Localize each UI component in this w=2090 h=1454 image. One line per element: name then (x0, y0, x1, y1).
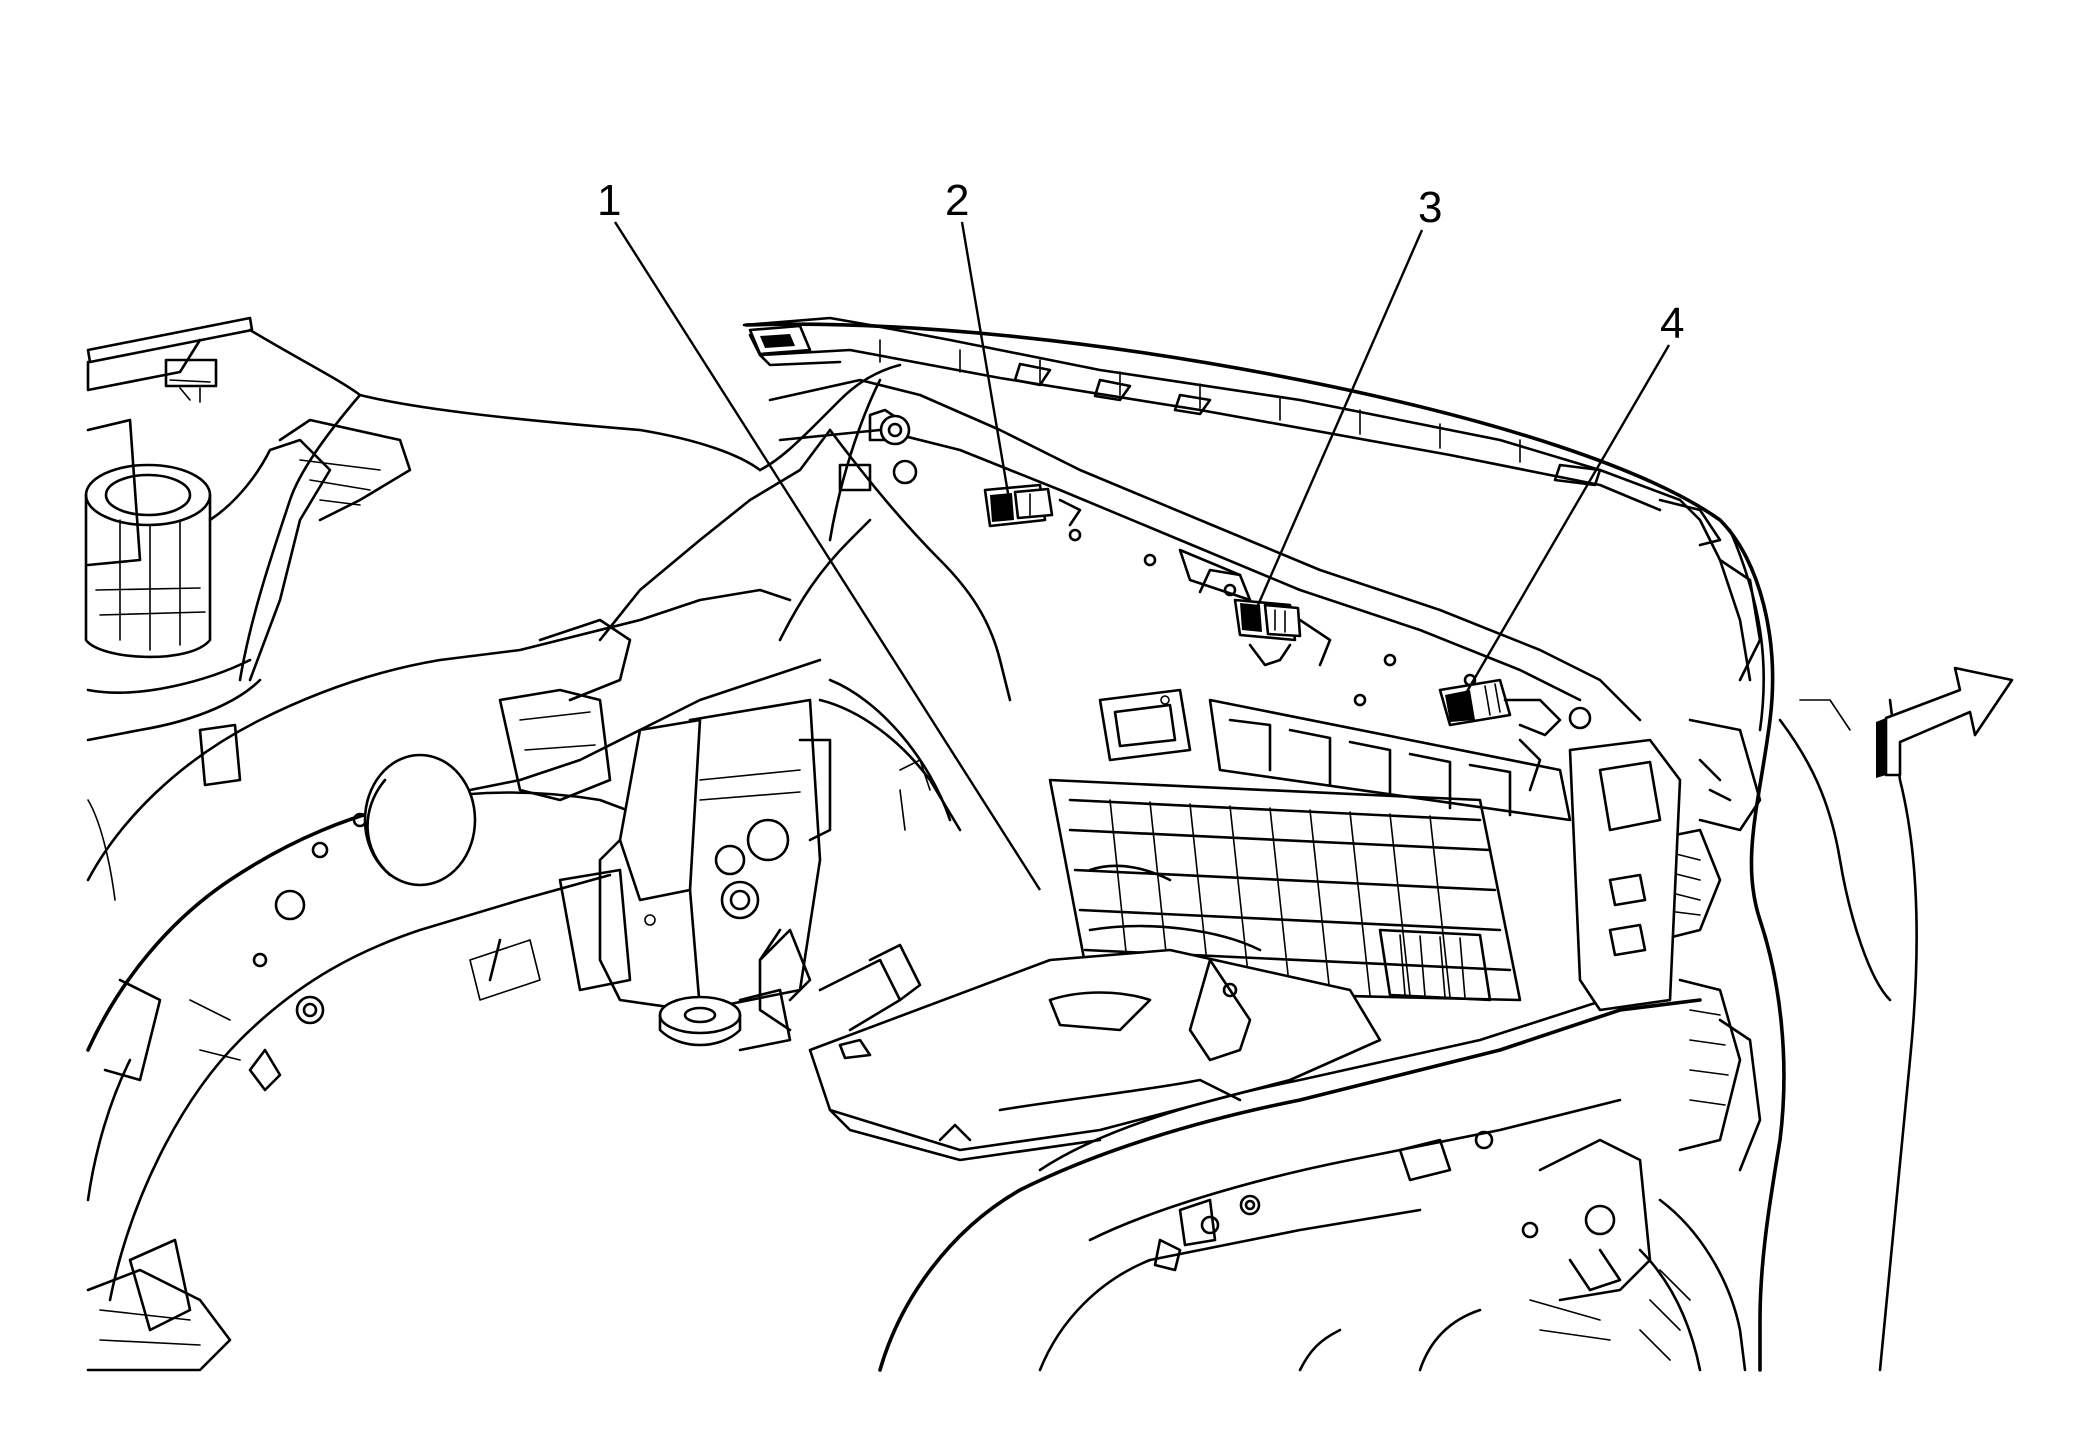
callout-1-label: 1 (597, 176, 621, 225)
callout-4-leader (1460, 344, 1671, 701)
center-floor-panel (658, 928, 1382, 1162)
right-wheelhouse (1298, 1198, 1747, 1372)
radiator-support (768, 378, 1642, 792)
connector-4 (1438, 678, 1592, 792)
left-strut-tower-area (84, 316, 762, 901)
connector-2 (983, 483, 1054, 528)
radiator-core (1048, 688, 1572, 1002)
left-frame-rail (248, 588, 832, 1092)
callout-4-label: 4 (1660, 299, 1684, 348)
front-bumper-fascia (744, 322, 1918, 1372)
connector-3 (1198, 568, 1332, 667)
callout-3-leader (1253, 229, 1424, 613)
callout-2-label: 2 (945, 176, 969, 225)
callout-2-leader (960, 221, 1012, 506)
forward-arrow-icon (1876, 666, 2014, 778)
right-frame-rail (878, 738, 1702, 1372)
callout-1-leader (613, 221, 1042, 891)
callout-3-label: 3 (1418, 183, 1442, 232)
callout-leaders (613, 221, 1671, 891)
center-upper-panel (598, 363, 1012, 832)
